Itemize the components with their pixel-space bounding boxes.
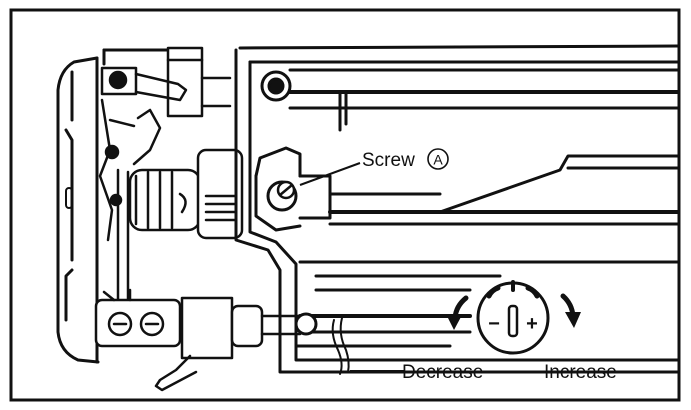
increase-label: Increase bbox=[544, 362, 617, 383]
decrease-arrow-icon bbox=[446, 295, 469, 330]
callout-mark-badge: A bbox=[427, 148, 449, 170]
screw-a-icon bbox=[276, 180, 296, 200]
decrease-label: Decrease bbox=[402, 362, 483, 383]
middle-shaft bbox=[328, 154, 680, 226]
lower-thread-guide bbox=[94, 288, 302, 392]
lower-shaft bbox=[294, 260, 680, 348]
take-up-lever bbox=[98, 98, 162, 302]
adjustment-dial: − + bbox=[476, 280, 550, 355]
increase-arrow-icon bbox=[560, 293, 581, 328]
upper-shaft bbox=[260, 68, 680, 132]
dial-plus-sign: + bbox=[526, 313, 538, 335]
thread-tension-assembly bbox=[128, 148, 244, 240]
callout-leader bbox=[299, 162, 361, 186]
thread-strand bbox=[331, 317, 350, 375]
frame-plate bbox=[234, 44, 680, 374]
upper-thread-guide bbox=[100, 46, 232, 118]
housing-slot bbox=[65, 187, 73, 209]
dial-minus-sign: − bbox=[488, 313, 500, 335]
callout-label: Screw bbox=[362, 150, 415, 171]
svg-text:A: A bbox=[433, 152, 443, 168]
